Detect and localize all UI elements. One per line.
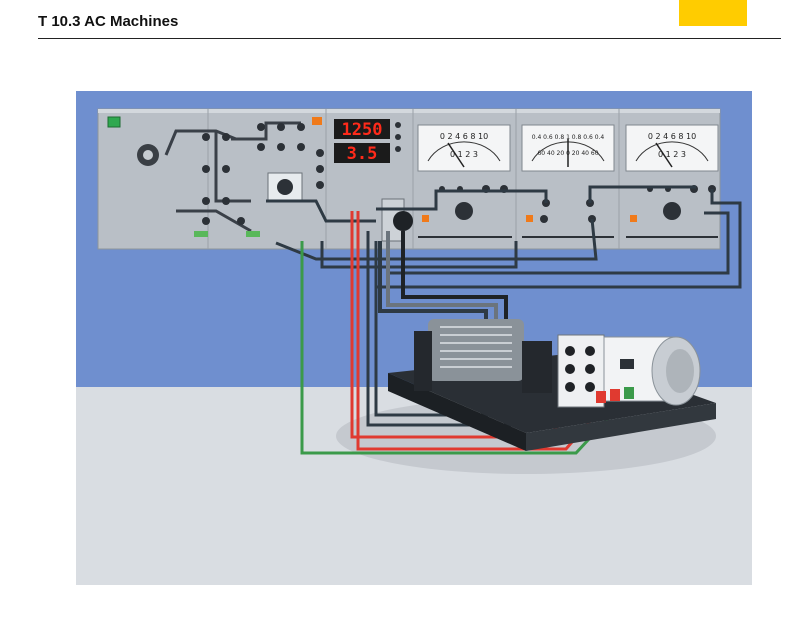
meter-2-indicator <box>526 215 533 222</box>
meter-2: 0.4 0.6 0.8 1 0.8 0.6 0.4 60 40 20 0 20 … <box>521 124 615 172</box>
meter-3-indicator <box>630 215 637 222</box>
red-plug-1 <box>596 391 606 403</box>
page-title: T 10.3 AC Machines <box>38 13 179 30</box>
control-panel: 1250 3.5 0 2 4 6 8 10 0 1 2 3 0.4 0.6 0.… <box>97 108 721 250</box>
setup-svg: 1250 3.5 0 2 4 6 8 10 0 1 2 3 0.4 0.6 0.… <box>76 91 752 585</box>
meter-3-scale-top: 0 2 4 6 8 10 <box>648 132 696 141</box>
machine-test-bed <box>388 319 716 451</box>
display-speed-value: 1250 <box>342 120 383 140</box>
power-indicator <box>107 116 121 128</box>
meter-1-scale-bottom: 0 1 2 3 <box>450 150 478 159</box>
section-color-tab <box>679 0 747 26</box>
meter-3: 0 2 4 6 8 10 0 1 2 3 <box>625 124 719 172</box>
meter-3-scale-bottom: 0 1 2 3 <box>658 150 686 159</box>
meter-2-scale-top: 0.4 0.6 0.8 1 0.8 0.6 0.4 <box>532 134 605 141</box>
display-torque-value: 3.5 <box>347 144 378 164</box>
display-speed <box>334 119 390 139</box>
warning-indicator <box>312 117 322 125</box>
range-knob-2 <box>663 202 681 220</box>
meter-1: 0 2 4 6 8 10 0 1 2 3 <box>417 124 511 172</box>
red-plug-2 <box>610 389 620 401</box>
meter-1-indicator <box>422 215 429 222</box>
experiment-setup-illustration: 1250 3.5 0 2 4 6 8 10 0 1 2 3 0.4 0.6 0.… <box>76 91 752 585</box>
green-connector-1 <box>194 231 208 237</box>
display-torque <box>334 143 390 163</box>
green-connector-2 <box>246 231 260 237</box>
header-divider <box>38 38 781 39</box>
meter-2-scale-bottom: 60 40 20 0 20 40 60 <box>537 150 598 157</box>
range-knob-1 <box>455 202 473 220</box>
green-plug <box>624 387 634 399</box>
meter-1-scale-top: 0 2 4 6 8 10 <box>440 132 488 141</box>
